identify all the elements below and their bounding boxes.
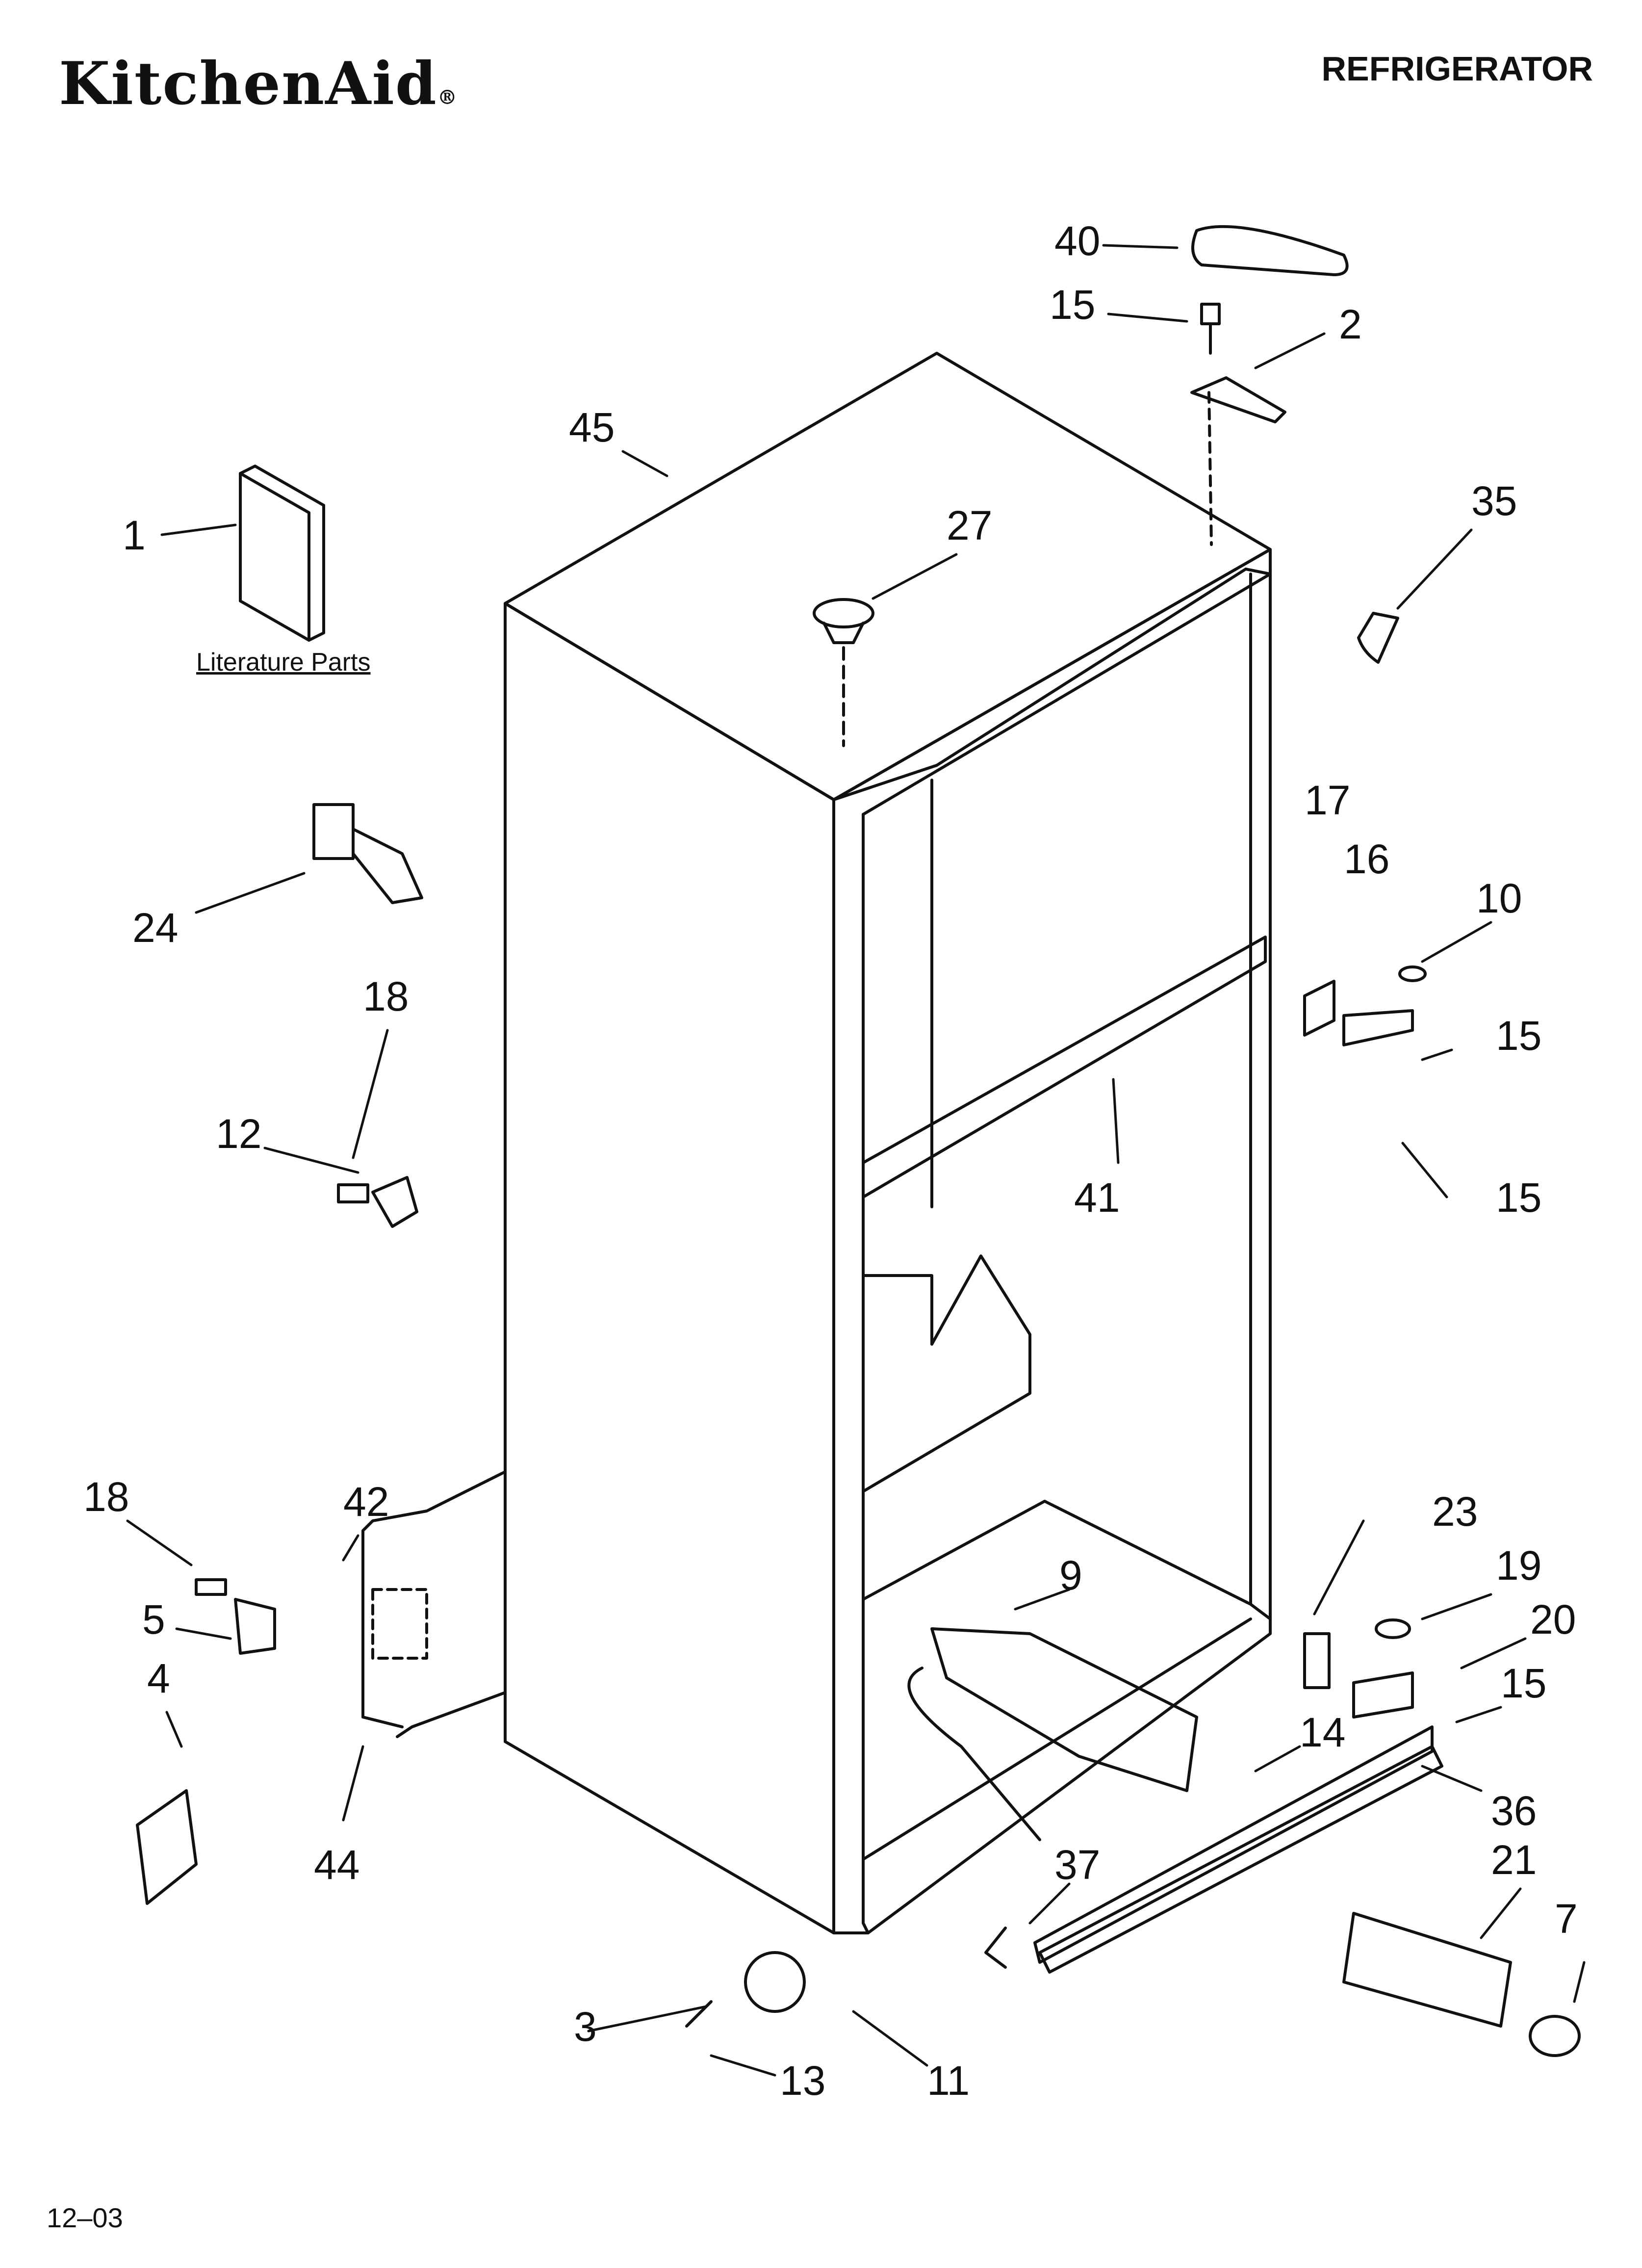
wire-clip-icon	[195, 1578, 276, 1655]
callout-label: 27	[947, 502, 992, 548]
callout-label: 16	[1344, 836, 1389, 882]
callout-label: 4	[147, 1655, 170, 1701]
clip-icon	[984, 1927, 1007, 1969]
registered-mark: ®	[437, 86, 458, 109]
callout-label: 23	[1432, 1488, 1478, 1535]
callout-label: 45	[569, 404, 615, 450]
callout-label: 11	[927, 2058, 970, 2104]
water-filter-icon	[1342, 1912, 1581, 2057]
cabinet-top	[504, 352, 1272, 801]
callout-label: 1	[123, 512, 146, 558]
center-rail	[862, 936, 1267, 1199]
callout-label: 37	[1054, 1842, 1100, 1888]
screw-icon	[1200, 303, 1221, 355]
callout-label: 36	[1491, 1788, 1537, 1834]
callout-label: 15	[1496, 1174, 1541, 1221]
toe-grille-icon	[1033, 1725, 1443, 1974]
hinge-cap-icon	[1357, 612, 1399, 664]
hinge-pin-icon	[337, 1176, 418, 1228]
cabinet-cap-icon	[1191, 225, 1349, 276]
leveling-leg-icon	[685, 1951, 806, 2028]
callout-label: 9	[1059, 1552, 1082, 1598]
callout-label: 5	[142, 1596, 165, 1642]
callout-label: 13	[780, 2058, 825, 2104]
callout-label: 14	[1300, 1709, 1345, 1755]
page-title: REFRIGERATOR	[1321, 50, 1593, 88]
callout-label: 15	[1496, 1013, 1541, 1059]
callout-label: 12	[216, 1111, 261, 1157]
callout-label: 44	[314, 1842, 359, 1888]
hinge-bracket-icon	[1190, 376, 1286, 546]
callout-label: 35	[1471, 478, 1517, 524]
callout-label: 41	[1074, 1174, 1120, 1221]
callout-label: 42	[343, 1479, 389, 1525]
center-hinge-icon	[1303, 965, 1427, 1046]
callout-label: 20	[1530, 1596, 1576, 1642]
callout-label: 17	[1305, 777, 1350, 823]
callout-label: 15	[1050, 282, 1095, 328]
side-bracket-icon	[361, 1529, 428, 1728]
callout-label: 3	[574, 2004, 597, 2050]
door-stop-icon	[312, 803, 423, 904]
cabinet-side	[504, 602, 835, 1934]
callout-label: 18	[83, 1474, 129, 1520]
callout-label: 18	[363, 973, 409, 1019]
literature-book-icon	[239, 465, 325, 642]
callout-label: 40	[1054, 218, 1100, 264]
callout-label: 7	[1555, 1896, 1578, 1942]
callout-label: 10	[1476, 875, 1522, 921]
plug-button-icon	[813, 598, 874, 747]
bottom-hinge-icon	[1303, 1618, 1414, 1719]
callout-label: 19	[1496, 1542, 1541, 1589]
literature-parts-label: Literature Parts	[196, 648, 371, 677]
cabinet-front-frame	[832, 548, 1272, 1934]
document-code: 12–03	[47, 2202, 123, 2233]
callout-label: 24	[132, 905, 178, 951]
callout-label: 15	[1501, 1660, 1546, 1706]
leader-arrows	[126, 244, 1586, 2077]
brand-name: KitchenAid	[59, 49, 437, 118]
callout-label: 2	[1339, 301, 1362, 347]
cover-panel-icon	[136, 1789, 198, 1905]
callouts: 40 15 2 45 35 1 27 17 16 10 24 18 15 12 …	[83, 218, 1578, 2104]
callout-label: 21	[1491, 1837, 1537, 1883]
refrigerator-cabinet	[361, 352, 1272, 1934]
water-filter-housing-icon	[907, 1627, 1198, 1841]
brand-logo: KitchenAid®	[59, 49, 458, 118]
